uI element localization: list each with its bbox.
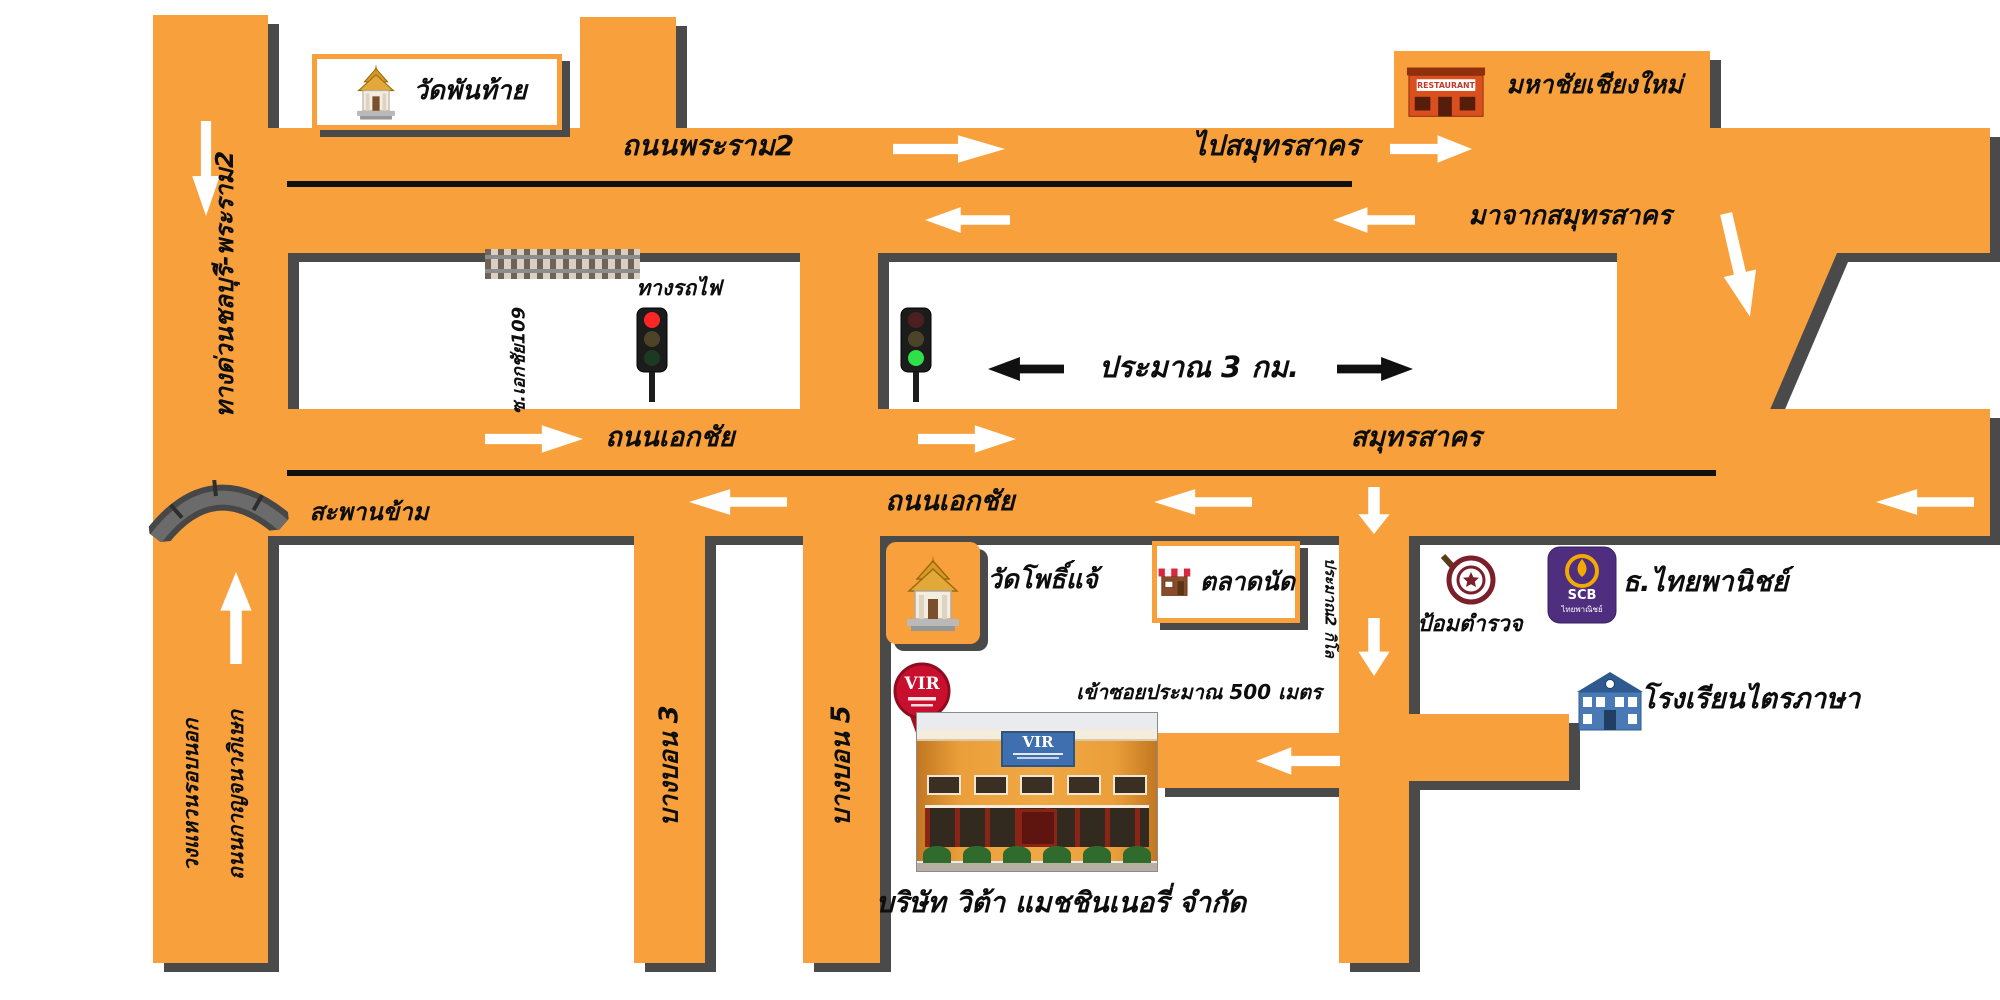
approx-3km-label: ประมาณ 3 กม. xyxy=(1099,350,1299,384)
arrow-left-icon xyxy=(1876,489,1974,515)
restaurant-storefront-icon: RESTAURANT xyxy=(1406,67,1486,117)
traffic-light-green-icon xyxy=(900,307,932,402)
school-label: โรงเรียนไตรภาษา xyxy=(1640,682,1861,715)
road-stub-top-center xyxy=(580,17,676,128)
ekachai-upper-label: ถนนเอกชัย xyxy=(605,422,735,453)
arrow-down-icon xyxy=(1358,487,1390,534)
company-label: บริษัท วิต้า แมชชินเนอรี่ จำกัด xyxy=(876,886,1247,919)
rama2-center-line xyxy=(287,181,1352,187)
road-bangbon3 xyxy=(634,536,705,963)
wat-phanthai-box: วัดพันท้าย xyxy=(312,54,562,130)
scb-bank-label: ธ.ไทยพานิชย์ xyxy=(1622,565,1789,598)
railway-label: ทางรถไฟ xyxy=(636,276,722,300)
ekachai-lower-label: ถนนเอกชัย xyxy=(885,486,1015,517)
building-sign-text: VIR xyxy=(1022,733,1054,751)
photo-sky xyxy=(917,713,1157,729)
arrow-left-icon xyxy=(988,357,1064,381)
scb-bank-logo-icon: SCB ไทยพาณิชย์ xyxy=(1547,546,1617,624)
soi109-label: ซ.เอกชัย109 xyxy=(508,306,530,415)
wat-phanthai-label: วัดพันท้าย xyxy=(413,76,527,107)
overpass-bridge-icon xyxy=(145,479,290,544)
sign-line xyxy=(1013,753,1063,755)
arrow-left-icon xyxy=(1256,747,1340,775)
market-label: ตลาดนัด xyxy=(1199,566,1295,596)
road-stub-school xyxy=(1409,714,1569,781)
market-stall-icon xyxy=(1158,568,1191,596)
arrow-left-icon xyxy=(1333,207,1415,233)
road-right-vertical xyxy=(1339,536,1409,963)
vir-map-pin-icon: VIR xyxy=(893,662,951,749)
police-badge-icon xyxy=(1440,553,1496,605)
svg-text:ไทยพาณิชย์: ไทยพาณิชย์ xyxy=(1560,604,1602,614)
ring-road-label-1: ถนนกาญจนาภิเษก xyxy=(223,710,248,880)
road-connector-mid xyxy=(800,253,878,410)
svg-text:RESTAURANT: RESTAURANT xyxy=(1417,81,1475,90)
building-door xyxy=(1019,809,1057,847)
to-samutsakhon-label: ไปสมุทรสาคร xyxy=(1192,129,1360,162)
wat-phochae-patch xyxy=(886,542,980,644)
thai-temple-icon xyxy=(357,64,396,120)
arrow-right-icon xyxy=(893,135,1005,163)
samutsakhon-label: สมุทรสาคร xyxy=(1350,422,1482,453)
building-windows xyxy=(927,775,1147,795)
bridge-label: สะพานข้าม xyxy=(309,498,429,526)
school-building-icon xyxy=(1577,672,1643,731)
road-bangbon5 xyxy=(803,536,880,963)
road-connector-left xyxy=(268,253,288,410)
arrow-left-icon xyxy=(1154,489,1252,515)
police-label: ป้อมตำรวจ xyxy=(1417,612,1523,637)
ring-road-label-2: วงแหวนรอบนอก xyxy=(178,718,203,872)
ekachai-center-line xyxy=(287,470,1716,476)
photo-ground xyxy=(917,863,1157,871)
svg-text:VIR: VIR xyxy=(903,674,940,694)
building-bushes xyxy=(917,845,1157,863)
bangbon3-label: บางบอน 3 xyxy=(654,705,685,827)
arrow-right-icon xyxy=(1337,357,1413,381)
soi-500m-label: เข้าซอยประมาณ 500 เมตร xyxy=(1076,680,1322,704)
traffic-light-red-icon xyxy=(636,307,668,402)
expressway-label: ทางด่วนชลบุรี-พระราม2 xyxy=(209,150,239,418)
rama2-label: ถนนพระราม2 xyxy=(621,129,795,162)
market-box: ตลาดนัด xyxy=(1152,541,1300,623)
arrow-left-icon xyxy=(689,489,787,515)
building-sign: VIR xyxy=(1001,731,1075,767)
approx-2km-label: ประมาณ2 กิโล xyxy=(1321,557,1340,658)
wat-phochae-label: วัดโพธิ์แจ้ xyxy=(987,565,1098,595)
restaurant-label: มหาชัยเชียงใหม่ xyxy=(1506,70,1683,99)
arrow-left-icon xyxy=(925,207,1010,233)
thai-temple-icon xyxy=(907,555,959,631)
arrow-right-icon xyxy=(1390,135,1472,163)
company-photo: VIR xyxy=(916,712,1158,872)
bangbon5-label: บางบอน 5 xyxy=(826,705,857,827)
road-rama2 xyxy=(268,128,1990,253)
from-samutsakhon-label: มาจากสมุทรสาคร xyxy=(1468,201,1672,231)
sign-line xyxy=(1017,757,1059,759)
railway-track-icon xyxy=(485,249,640,279)
arrow-right-icon xyxy=(918,425,1016,453)
svg-text:SCB: SCB xyxy=(1568,588,1597,603)
